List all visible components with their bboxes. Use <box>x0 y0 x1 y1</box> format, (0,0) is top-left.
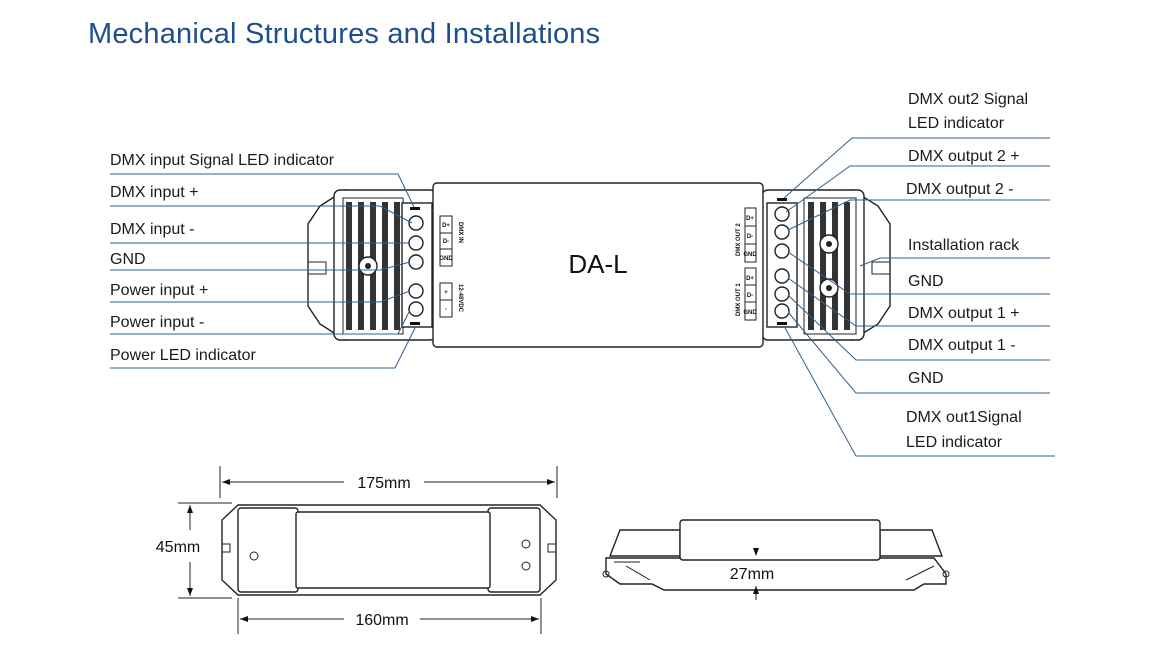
mark-dmx-out2: DMX OUT 2 <box>736 223 742 256</box>
label-power-input-minus: Power input - <box>110 314 204 331</box>
right-callouts: DMX out2 Signal LED indicator DMX output… <box>783 91 1055 457</box>
page-title: Mechanical Structures and Installations <box>88 18 601 50</box>
dmx-out1-led <box>777 322 787 325</box>
label-gnd-2: GND <box>908 273 944 290</box>
label-out1-led-2: LED indicator <box>906 434 1003 451</box>
mark-out1-d-minus: D- <box>747 293 753 299</box>
label-dmx-input-minus: DMX input - <box>110 221 194 238</box>
dmx-out2-led <box>777 198 787 201</box>
label-power-led: Power LED indicator <box>110 347 257 364</box>
mark-out2-d-minus: D- <box>747 234 753 240</box>
label-out2-led-2: LED indicator <box>908 115 1005 132</box>
label-out2-led-1: DMX out2 Signal <box>908 91 1028 108</box>
dimension-side-view: 27mm <box>602 519 950 600</box>
label-out1-plus: DMX output 1 + <box>908 305 1020 322</box>
mark-dmx-out1: DMX OUT 1 <box>736 283 742 316</box>
label-dmx-input-led: DMX input Signal LED indicator <box>110 152 335 169</box>
label-installation-rack: Installation rack <box>908 237 1020 254</box>
mark-out2-d-plus: D+ <box>746 216 754 222</box>
dmx-input-led <box>410 207 420 210</box>
label-out2-minus: DMX output 2 - <box>906 181 1014 198</box>
left-callouts: DMX input Signal LED indicator DMX input… <box>110 152 417 369</box>
device-label: DA-L <box>568 249 627 279</box>
mark-dmx-in: DMX IN <box>457 222 463 243</box>
power-led <box>410 322 420 325</box>
mark-out2-gnd: GND <box>743 252 757 258</box>
label-out1-led-1: DMX out1Signal <box>906 409 1022 426</box>
label-out2-plus: DMX output 2 + <box>908 148 1020 165</box>
label-gnd-left: GND <box>110 251 146 268</box>
label-gnd-1: GND <box>908 370 944 387</box>
mark-minus: - <box>445 307 447 313</box>
mark-d-plus: D+ <box>442 223 450 229</box>
mark-power: 12-48VDC <box>457 284 463 313</box>
label-power-input-plus: Power input + <box>110 282 208 299</box>
dim-width: 45mm <box>156 539 200 556</box>
dim-length-outer: 175mm <box>357 475 410 492</box>
mark-out1-d-plus: D+ <box>746 276 754 282</box>
mark-plus: + <box>444 290 448 296</box>
dim-length-inner: 160mm <box>355 612 408 629</box>
label-dmx-input-plus: DMX input + <box>110 184 198 201</box>
mark-gnd: GND <box>439 256 453 262</box>
dim-height: 27mm <box>730 566 774 583</box>
mark-out1-gnd: GND <box>743 310 757 316</box>
label-out1-minus: DMX output 1 - <box>908 337 1016 354</box>
device-top-view: D+ D- GND DMX IN + - 12-48VDC DA-L D+ D-… <box>307 182 891 348</box>
mark-d-minus: D- <box>443 239 449 245</box>
dimension-top-view: 175mm 45mm 160mm <box>156 466 558 634</box>
